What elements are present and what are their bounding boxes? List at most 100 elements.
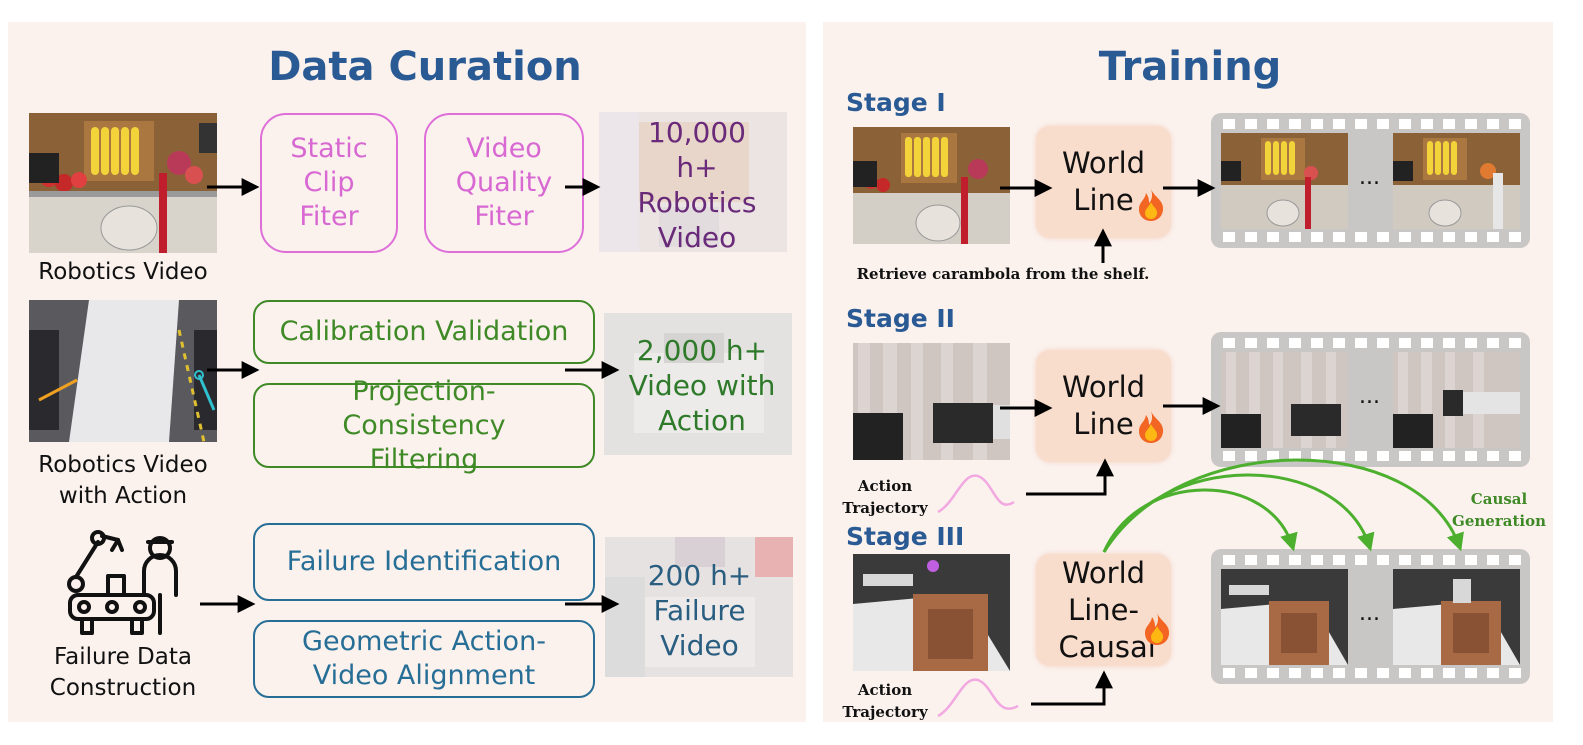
film-sprocket-hole — [1355, 451, 1367, 461]
film-sprocket-hole — [1223, 338, 1235, 348]
film-sprocket-hole — [1311, 451, 1323, 461]
film-sprocket-hole — [1245, 451, 1257, 461]
film-sprocket-hole — [1443, 119, 1455, 129]
film-sprocket-hole — [1267, 119, 1279, 129]
film-sprocket-hole — [1333, 119, 1345, 129]
film-sprocket-hole — [1245, 232, 1257, 242]
causal-arrow-3 — [1102, 458, 1464, 553]
arrow-stage3-action-to-model — [1031, 670, 1113, 706]
robotics-video-with-action-thumbnail — [29, 300, 217, 442]
stage-2-world-line-model: World Line — [1036, 350, 1171, 462]
stage-3-input-frame — [853, 554, 1010, 671]
film-sprocket-hole — [1421, 668, 1433, 678]
factory-robot-worker-icon — [62, 520, 182, 635]
film-sprocket-hole — [1377, 668, 1389, 678]
film-sprocket-hole — [1421, 555, 1433, 565]
film-sprocket-hole — [1355, 338, 1367, 348]
failure-video-result-image — [605, 537, 793, 677]
film-sprocket-hole — [1289, 232, 1301, 242]
film-sprocket-hole — [1487, 338, 1499, 348]
film-sprocket-hole — [1377, 555, 1389, 565]
film-sprocket-hole — [1399, 668, 1411, 678]
video-with-action-result-image — [604, 313, 792, 455]
film-sprocket-hole — [1465, 668, 1477, 678]
film-sprocket-hole — [1311, 119, 1323, 129]
film-sprocket-hole — [1487, 668, 1499, 678]
geometric-action-video-alignment-box: Geometric Action-Video Alignment — [253, 620, 595, 698]
fire-icon — [1136, 410, 1166, 444]
film-sprocket-hole — [1267, 451, 1279, 461]
film-sprocket-hole — [1465, 555, 1477, 565]
calibration-validation-box: Calibration Validation — [253, 300, 595, 364]
stage-1-input-frame — [853, 127, 1010, 244]
film-sprocket-hole — [1487, 232, 1499, 242]
film-sprocket-hole — [1223, 668, 1235, 678]
film-sprocket-hole — [1333, 232, 1345, 242]
robotics-video-label: Robotics Video — [38, 259, 208, 285]
film-sprocket-hole — [1245, 555, 1257, 565]
film-sprocket-hole — [1245, 338, 1257, 348]
stage-1-label: Stage I — [846, 88, 946, 117]
film-sprocket-hole — [1399, 338, 1411, 348]
stage-1-output-filmstrip: ... — [1211, 113, 1530, 248]
film-sprocket-hole — [1399, 451, 1411, 461]
stage-2-output-frame-last — [1393, 352, 1520, 448]
film-sprocket-hole — [1267, 555, 1279, 565]
film-sprocket-hole — [1355, 119, 1367, 129]
film-sprocket-hole — [1443, 668, 1455, 678]
film-sprocket-hole — [1289, 338, 1301, 348]
video-quality-filter-box: Video Quality Fiter — [424, 113, 584, 253]
film-sprocket-hole — [1399, 119, 1411, 129]
robotics-video-thumbnail — [29, 113, 217, 253]
film-sprocket-hole — [1443, 338, 1455, 348]
fire-icon — [1136, 188, 1166, 222]
failure-video-result-text: 200 h+ Failure Video — [647, 558, 752, 662]
stage-2-action-trajectory-label: Action Trajectory — [842, 477, 928, 517]
film-sprocket-hole — [1223, 232, 1235, 242]
film-sprocket-hole — [1421, 119, 1433, 129]
film-sprocket-hole — [1289, 451, 1301, 461]
stage-2-output-filmstrip: ... — [1211, 332, 1530, 467]
film-sprocket-hole — [1267, 668, 1279, 678]
film-sprocket-hole — [1289, 668, 1301, 678]
film-sprocket-hole — [1333, 338, 1345, 348]
film-sprocket-hole — [1223, 119, 1235, 129]
film-sprocket-hole — [1267, 232, 1279, 242]
stage-2-model-name: World Line — [1061, 370, 1146, 441]
film-sprocket-hole — [1333, 668, 1345, 678]
film-sprocket-holes — [1223, 119, 1521, 678]
causal-arrow-2 — [1102, 473, 1375, 553]
stage-3-output-frame-first — [1221, 569, 1348, 665]
film-sprocket-hole — [1487, 555, 1499, 565]
stage-3-world-line-causal-model: World Line-Causal — [1036, 554, 1171, 666]
film-sprocket-hole — [1223, 555, 1235, 565]
failure-identification-box: Failure Identification — [253, 523, 595, 601]
film-sprocket-hole — [1377, 338, 1389, 348]
static-clip-filter-box: Static Clip Fiter — [260, 113, 398, 253]
film-sprocket-hole — [1509, 668, 1521, 678]
film-sprocket-hole — [1509, 451, 1521, 461]
film-sprocket-hole — [1355, 555, 1367, 565]
film-sprocket-hole — [1377, 451, 1389, 461]
film-sprocket-hole — [1267, 338, 1279, 348]
stage-1-ellipsis: ... — [1359, 165, 1380, 190]
film-sprocket-hole — [1443, 451, 1455, 461]
film-sprocket-hole — [1509, 338, 1521, 348]
film-sprocket-hole — [1443, 555, 1455, 565]
film-sprocket-hole — [1377, 119, 1389, 129]
film-sprocket-hole — [1399, 232, 1411, 242]
film-sprocket-hole — [1289, 555, 1301, 565]
film-sprocket-hole — [1311, 232, 1323, 242]
causal-generation-label: Causal Generation — [1452, 490, 1546, 530]
stage-2-input-frame — [853, 343, 1010, 460]
film-sprocket-hole — [1311, 555, 1323, 565]
stage-3-model-name: World Line-Causal — [1058, 555, 1156, 664]
stage-2-trajectory-curve — [937, 474, 1015, 514]
causal-arrow-1 — [1102, 488, 1298, 553]
film-sprocket-hole — [1355, 668, 1367, 678]
stage-2-label: Stage II — [846, 304, 955, 333]
stage-3-label: Stage III — [846, 522, 965, 551]
film-sprocket-hole — [1421, 451, 1433, 461]
stage-3-ellipsis: ... — [1359, 601, 1380, 626]
film-sprocket-hole — [1311, 668, 1323, 678]
